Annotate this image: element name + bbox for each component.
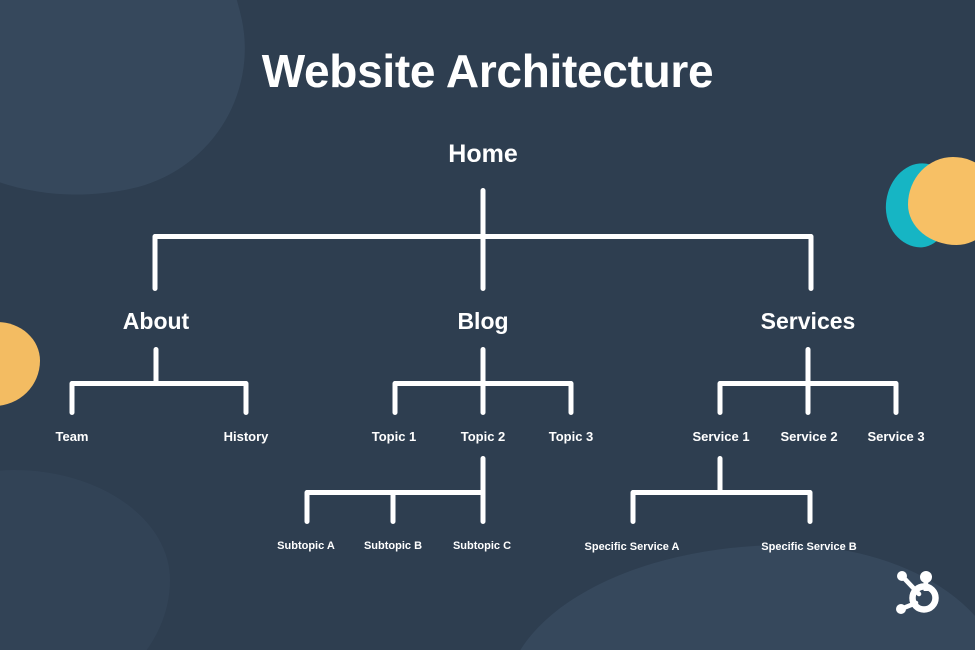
connector-blog-bus xyxy=(393,381,573,386)
connector-service1-stem xyxy=(717,456,723,494)
connector-drop-team xyxy=(69,381,75,415)
decorative-blob-orange-left xyxy=(0,322,40,406)
connector-drop-service3 xyxy=(893,381,899,415)
connector-about-stem xyxy=(153,347,159,385)
node-services[interactable]: Services xyxy=(760,308,856,334)
connector-drop-history xyxy=(243,381,249,415)
connector-drop-subtopic-a xyxy=(304,490,310,524)
connector-drop-subtopic-b xyxy=(390,490,396,524)
node-team[interactable]: Team xyxy=(55,429,89,444)
decorative-blob-teal xyxy=(880,158,958,252)
node-subtopic-b[interactable]: Subtopic B xyxy=(363,540,423,552)
node-history[interactable]: History xyxy=(223,429,269,444)
page-title: Website Architecture xyxy=(261,45,714,97)
decorative-blob-top-left xyxy=(0,0,272,234)
node-topic-2[interactable]: Topic 2 xyxy=(460,429,506,444)
node-service-2[interactable]: Service 2 xyxy=(780,429,838,444)
connector-drop-topic3 xyxy=(568,381,574,415)
connector-drop-specific-service-a xyxy=(630,490,636,524)
decorative-blob-orange-right xyxy=(908,157,975,245)
connector-level1-bus xyxy=(153,234,813,239)
decorative-blob-bottom-left xyxy=(0,470,170,650)
connector-drop-service1 xyxy=(717,381,723,415)
connector-drop-about xyxy=(152,234,158,291)
hubspot-sprocket-logo xyxy=(896,571,939,614)
node-specific-service-a[interactable]: Specific Service A xyxy=(584,541,680,553)
node-topic-3[interactable]: Topic 3 xyxy=(548,429,594,444)
connector-drop-services xyxy=(808,234,814,291)
node-specific-service-b[interactable]: Specific Service B xyxy=(761,541,857,553)
connector-drop-specific-service-b xyxy=(807,490,813,524)
connector-specific-service-bus xyxy=(631,490,812,495)
connector-drop-topic1 xyxy=(392,381,398,415)
node-about[interactable]: About xyxy=(122,308,190,334)
node-subtopic-a[interactable]: Subtopic A xyxy=(277,540,335,552)
connector-services-bus xyxy=(718,381,898,386)
node-service-3[interactable]: Service 3 xyxy=(867,429,925,444)
node-service-1[interactable]: Service 1 xyxy=(692,429,750,444)
node-subtopic-c[interactable]: Subtopic C xyxy=(452,540,512,552)
node-home[interactable]: Home xyxy=(448,140,518,168)
node-topic-1[interactable]: Topic 1 xyxy=(371,429,417,444)
connector-about-bus xyxy=(70,381,248,386)
node-blog[interactable]: Blog xyxy=(457,308,509,334)
connector-home-stem xyxy=(480,188,486,291)
